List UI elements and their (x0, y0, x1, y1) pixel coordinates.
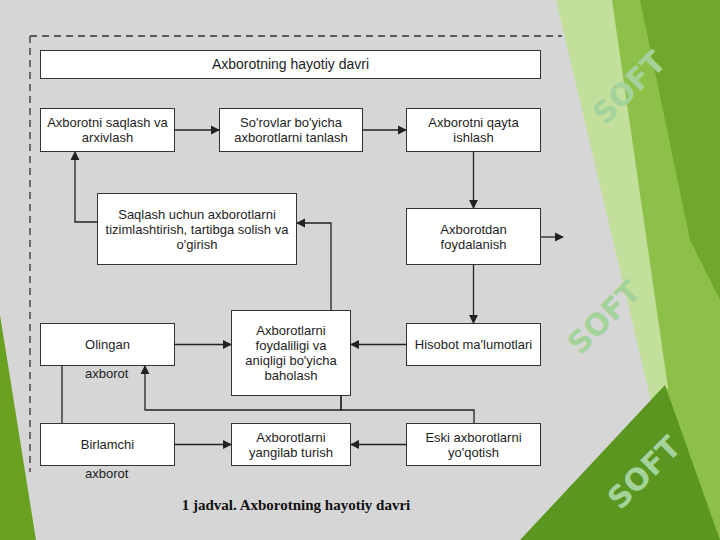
process-box: Olinganaxborot (40, 323, 175, 366)
box-text: Axborotning hayotiy davri (208, 57, 373, 72)
box-text: Saqlash uchun axborotlarni tizimlashtiri… (98, 207, 296, 252)
connector (175, 129, 219, 130)
box-text: Axborotlarni foydaliligi va aniqligi bo'… (232, 323, 350, 383)
box-text: Axborotlarni yangilab turish (232, 430, 350, 460)
connector (351, 344, 406, 345)
connector (363, 129, 406, 130)
process-box: Birlamchiaxborot (40, 423, 175, 466)
process-box: Axborotni qayta ishlash (406, 108, 541, 152)
process-box: Hisobot ma'lumotlari (406, 323, 541, 366)
connector (473, 152, 474, 208)
figure-caption: 1 jadval. Axborotning hayotiy davri (0, 497, 592, 514)
connector (61, 366, 62, 423)
title-box: Axborotning hayotiy davri (40, 50, 541, 79)
box-text: Eski axborotlarni yo'qotish (407, 430, 540, 460)
process-box: Axborotdan foydalanish (406, 208, 541, 265)
process-box: Axborotni saqlash va arxivlash (40, 108, 175, 152)
connector (351, 444, 406, 445)
outside-label: axborot (85, 465, 128, 481)
process-box: Saqlash uchun axborotlarni tizimlashtiri… (97, 193, 297, 265)
process-box: Axborotlarni yangilab turish (231, 423, 351, 466)
box-text: So'rovlar bo'yicha axborotlarni tanlash (220, 115, 362, 145)
connector (175, 344, 231, 345)
connector (297, 223, 331, 310)
box-text: Hisobot ma'lumotlari (411, 337, 536, 352)
process-box: Eski axborotlarni yo'qotish (406, 423, 541, 466)
process-box: Axborotlarni foydaliligi va aniqligi bo'… (231, 310, 351, 396)
connector (175, 444, 231, 445)
box-text: Axborotdan foydalanish (407, 222, 540, 252)
connector (341, 396, 474, 423)
box-text: Birlamchi (77, 437, 138, 452)
connector (473, 265, 474, 323)
connector (75, 152, 97, 222)
process-box: So'rovlar bo'yicha axborotlarni tanlash (219, 108, 363, 152)
box-text: Axborotni saqlash va arxivlash (41, 115, 174, 145)
outside-label: axborot (85, 365, 128, 381)
box-text: Axborotni qayta ishlash (407, 115, 540, 145)
box-text: Olingan (81, 337, 134, 352)
